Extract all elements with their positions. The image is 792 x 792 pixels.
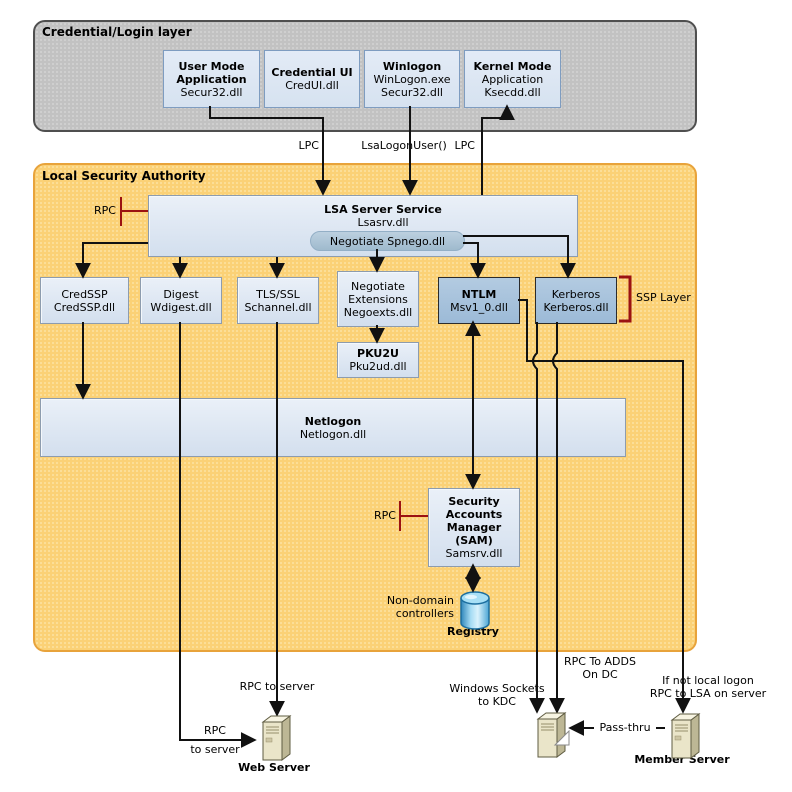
rpc-lsa-label: RPC [94, 204, 116, 217]
kernel-mode-title: Kernel Mode [473, 59, 552, 73]
netlogon-title: Netlogon [304, 414, 362, 428]
windows-sockets-label: Windows Sockets to KDC [445, 682, 549, 708]
rpc-sam-label: RPC [374, 509, 396, 522]
credssp-box: CredSSP CredSSP.dll [40, 277, 129, 324]
sam-line3: Manager [446, 521, 502, 534]
ssp-layer-label: SSP Layer [636, 291, 691, 304]
if-not-local-line1: If not local logon [662, 674, 754, 687]
rpc-adds-label: RPC To ADDS On DC [558, 655, 642, 681]
domain-controller-icon [531, 711, 571, 762]
negotiate-extensions-dll: Negoexts.dll [343, 305, 413, 319]
sam-line4: (SAM) [455, 534, 493, 547]
lsa-server-service-title: LSA Server Service [324, 203, 442, 216]
tls-ssl-box: TLS/SSL Schannel.dll [237, 277, 319, 324]
tls-ssl-title: TLS/SSL [256, 287, 300, 301]
kerberos-box: Kerberos Kerberos.dll [535, 277, 617, 324]
lpc-left-label: LPC [298, 139, 319, 152]
tls-ssl-dll: Schannel.dll [244, 300, 312, 314]
netlogon-dll: Netlogon.dll [299, 427, 367, 441]
non-domain-line1: Non-domain [386, 594, 454, 607]
windows-sockets-line1: Windows Sockets [449, 682, 545, 695]
negotiate-spnego-pill: Negotiate Spnego.dll [310, 231, 465, 251]
registry-label: Registry [447, 625, 499, 638]
negotiate-extensions-box: Negotiate Extensions Negoexts.dll [337, 271, 419, 327]
web-server-icon [256, 714, 294, 765]
lsalogonuser-label: LsaLogonUser() [361, 139, 447, 152]
pku2u-title: PKU2U [357, 347, 399, 360]
ntlm-box: NTLM Msv1_0.dll [438, 277, 520, 324]
ntlm-title: NTLM [461, 287, 497, 301]
user-mode-application-box: User Mode Application Secur32.dll [163, 50, 260, 108]
digest-title: Digest [163, 287, 199, 301]
if-not-local-line2: RPC to LSA on server [649, 687, 767, 700]
negotiate-spnego-label: Negotiate Spnego.dll [329, 234, 446, 248]
pass-thru-label: Pass-thru [594, 721, 656, 734]
web-server-label: Web Server [238, 761, 310, 774]
rpc-adds-line1: RPC To ADDS [564, 655, 636, 668]
winlogon-box: Winlogon WinLogon.exe Secur32.dll [364, 50, 460, 108]
winlogon-dll: Secur32.dll [381, 85, 443, 99]
digest-box: Digest Wdigest.dll [140, 277, 222, 324]
rpc-adds-line2: On DC [582, 668, 618, 681]
ntlm-dll: Msv1_0.dll [450, 300, 508, 314]
non-domain-controllers-label: Non-domain controllers [368, 594, 454, 620]
sam-line2: Accounts [445, 508, 503, 521]
credssp-title: CredSSP [61, 287, 108, 301]
digest-dll: Wdigest.dll [150, 300, 212, 314]
lsa-server-service-dll: Lsasrv.dll [357, 216, 409, 229]
rpc-to-server-elbow-line2: to server [190, 743, 240, 756]
kernel-mode-dll: Ksecdd.dll [484, 85, 541, 99]
rpc-to-server-vertical-label: RPC to server [239, 680, 315, 693]
rpc-to-server-elbow-line1: RPC [204, 724, 226, 737]
kernel-mode-line2: Application [481, 72, 544, 86]
lsa-layer-title: Local Security Authority [42, 169, 206, 183]
negotiate-extensions-line2: Extensions [348, 292, 408, 306]
registry-database-icon [458, 590, 492, 635]
credential-ui-dll: CredUI.dll [285, 79, 339, 92]
pku2u-box: PKU2U Pku2ud.dll [337, 342, 419, 378]
sam-box: Security Accounts Manager (SAM) Samsrv.d… [428, 488, 520, 567]
windows-sockets-line2: to KDC [478, 695, 516, 708]
user-mode-application-line1: User Mode [178, 59, 245, 73]
credential-ui-box: Credential UI CredUI.dll [264, 50, 360, 108]
if-not-local-logon-label: If not local logon RPC to LSA on server [640, 674, 776, 700]
member-server-label: Member Server [634, 753, 730, 766]
kerberos-title: Kerberos [551, 287, 601, 301]
netlogon-box: Netlogon Netlogon.dll [40, 398, 626, 457]
sam-line1: Security [448, 495, 500, 508]
credssp-dll: CredSSP.dll [53, 300, 116, 314]
non-domain-line2: controllers [395, 607, 454, 620]
member-server-icon [665, 712, 703, 763]
credential-ui-title: Credential UI [271, 66, 353, 79]
kerberos-dll: Kerberos.dll [543, 300, 609, 314]
pku2u-dll: Pku2ud.dll [349, 360, 407, 373]
negotiate-extensions-line1: Negotiate [351, 279, 405, 293]
user-mode-application-dll: Secur32.dll [180, 85, 243, 99]
credential-layer-title: Credential/Login layer [42, 25, 192, 39]
user-mode-application-line2: Application [176, 72, 247, 86]
sam-dll: Samsrv.dll [445, 547, 503, 560]
lpc-right-label: LPC [454, 139, 475, 152]
winlogon-exe: WinLogon.exe [373, 72, 451, 86]
winlogon-title: Winlogon [382, 59, 442, 73]
kernel-mode-box: Kernel Mode Application Ksecdd.dll [464, 50, 561, 108]
